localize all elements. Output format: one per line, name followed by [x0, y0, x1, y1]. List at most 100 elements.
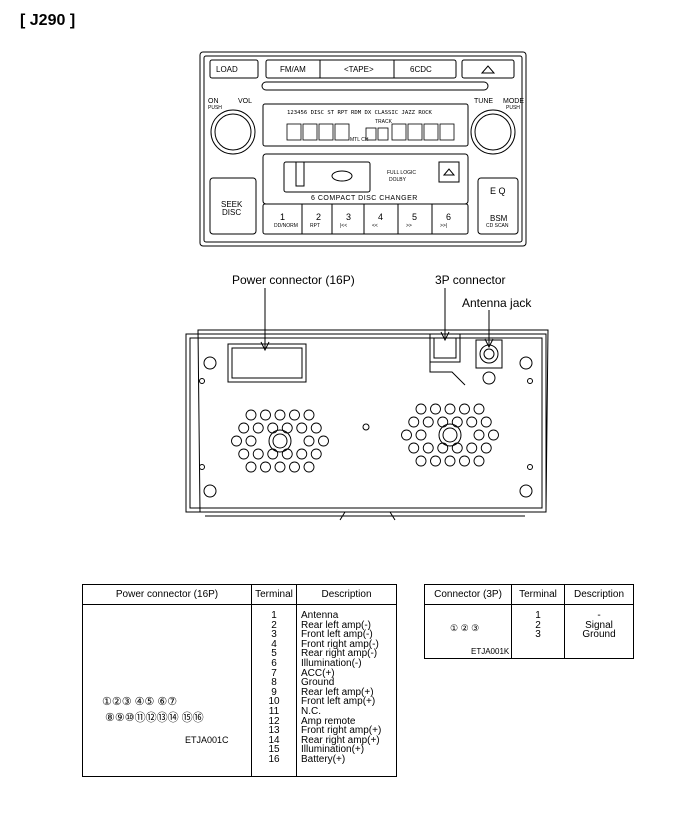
table16-description-10: Front left amp(+): [301, 696, 376, 708]
cd-scan-label: CD SCAN: [486, 223, 509, 229]
preset-5-sub: >>: [406, 223, 412, 229]
speaker-hole: [274, 409, 286, 421]
speaker-hole: [480, 442, 492, 454]
table16-description-15: Illumination(+): [301, 744, 365, 756]
table16-terminal-13: 13: [268, 725, 280, 737]
radio-faceplate-drawing: [185, 51, 549, 521]
seek-label[interactable]: SEEK: [221, 200, 243, 209]
p3-pins: ① ② ③: [450, 623, 480, 633]
table16-terminal-11: 11: [268, 705, 280, 717]
speaker-hole: [430, 455, 441, 467]
mtl-label: MTL CH: [350, 137, 369, 143]
table16-description-16: Battery(+): [301, 753, 346, 765]
preset-4-number[interactable]: 4: [378, 212, 384, 222]
speaker-hole: [252, 448, 264, 460]
speaker-hole: [318, 435, 329, 447]
speaker-hole: [459, 455, 470, 467]
speaker-hole: [245, 409, 257, 421]
speaker-hole: [260, 461, 271, 473]
table16-code: ETJA001C: [185, 735, 229, 745]
preset-4-sub: <<: [372, 223, 378, 229]
table16-terminal-16: 16: [268, 753, 280, 765]
speaker-hole: [303, 435, 315, 447]
preset-5-number[interactable]: 5: [412, 212, 418, 222]
table16-terminal-9: 9: [271, 686, 277, 698]
on-label: ON: [208, 98, 219, 105]
speaker-hole: [451, 416, 463, 428]
fmam-button[interactable]: FM/AM: [280, 65, 306, 74]
speaker-hole: [437, 416, 449, 428]
speaker-hole: [415, 429, 427, 441]
speaker-hole: [422, 416, 434, 428]
cdc-button[interactable]: 6CDC: [410, 65, 432, 74]
speaker-hole: [267, 448, 279, 460]
table16-terminal-4: 4: [271, 638, 277, 650]
speaker-hole: [296, 448, 308, 460]
speaker-hole: [408, 416, 420, 428]
table16-terminal-12: 12: [268, 715, 280, 727]
dolby-label: DOLBY: [389, 177, 406, 183]
pins-bottom-row: ⑧⑨⑩⑪⑫⑬⑭ ⑮⑯: [105, 712, 204, 724]
speaker-hole: [310, 422, 322, 434]
table16-description-13: Front right amp(+): [301, 725, 382, 737]
speaker-hole: [466, 416, 478, 428]
table16-description-14: Rear right amp(+): [301, 734, 380, 746]
table3-terminal-3: 3: [535, 629, 541, 641]
table16-terminal-14: 14: [268, 734, 280, 746]
table3-description-1: -: [597, 610, 601, 621]
speaker-hole: [238, 422, 250, 434]
speaker-hole: [437, 442, 449, 454]
preset-6-number[interactable]: 6: [446, 212, 452, 222]
speaker-hole: [408, 442, 420, 454]
table16-description-6: Illumination(-): [301, 657, 362, 669]
speaker-hole: [238, 448, 250, 460]
speaker-hole: [444, 403, 456, 415]
table16-terminal-10: 10: [268, 696, 280, 708]
speaker-hole: [281, 422, 293, 434]
table16-description-4: Front right amp(-): [301, 638, 379, 650]
speaker-hole: [274, 461, 286, 473]
power-connector-label: Power connector (16P): [232, 273, 355, 287]
table16-description-2: Rear left amp(-): [301, 619, 372, 631]
speaker-hole: [444, 455, 456, 467]
table3-header-connector: Connector (3P): [424, 584, 512, 605]
speaker-hole: [260, 409, 271, 421]
speaker-hole: [289, 409, 300, 421]
table16-terminal-15: 15: [268, 744, 280, 756]
table16-header-connector: Power connector (16P): [82, 584, 252, 605]
preset-2-number[interactable]: 2: [316, 212, 322, 222]
speaker-hole: [231, 435, 242, 447]
page-title: [ J290 ]: [20, 12, 76, 29]
table3-description-2: Signal: [585, 619, 613, 631]
speaker-hole: [289, 461, 300, 473]
changer-label: 6 COMPACT DISC CHANGER: [311, 195, 418, 202]
table16-terminal-5: 5: [271, 648, 277, 660]
bsm-label[interactable]: BSM: [490, 214, 508, 223]
speaker-hole: [480, 416, 492, 428]
table16-description-5: Rear right amp(-): [301, 648, 378, 660]
speaker-hole: [473, 455, 485, 467]
load-button[interactable]: LOAD: [216, 65, 238, 74]
speaker-hole: [451, 442, 463, 454]
disc-label[interactable]: DISC: [222, 208, 242, 217]
preset-1-number[interactable]: 1: [280, 212, 286, 222]
speaker-hole: [310, 448, 322, 460]
mode-label: MODE: [503, 98, 524, 105]
eq-button[interactable]: E Q: [490, 186, 506, 196]
speaker-hole: [267, 422, 279, 434]
table16-terminal-3: 3: [271, 629, 277, 641]
table3-connector-cell: ① ② ③ ETJA001K: [424, 604, 512, 659]
speaker-hole: [430, 403, 441, 415]
display-indicators: 123456 DISC ST RPT RDM DX CLASSIC JAZZ R…: [287, 110, 432, 116]
full-logic-label: FULL LOGIC: [387, 170, 416, 176]
preset-6-sub: >>|: [440, 223, 448, 229]
preset-3-number[interactable]: 3: [346, 212, 352, 222]
preset-3-sub: |<<: [340, 223, 348, 229]
tape-button[interactable]: <TAPE>: [344, 65, 374, 74]
speaker-hole: [473, 403, 485, 415]
speaker-hole: [415, 403, 427, 415]
table3-code: ETJA001K: [471, 647, 510, 656]
